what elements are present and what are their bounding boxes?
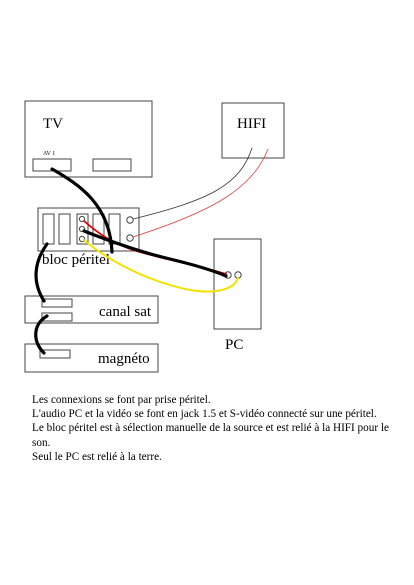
pc-box: [213, 238, 262, 330]
canal-sat-label: canal sat: [99, 304, 152, 320]
bloc-port-2: [58, 213, 71, 245]
notes-block: Les connexions se font par prise péritel…: [32, 393, 402, 464]
note-line: Les connexions se font par prise péritel…: [32, 394, 211, 406]
tv-scart-av1: [32, 158, 72, 172]
hifi-label: HIFI: [237, 116, 266, 132]
canal-sat-scart-1: [41, 298, 73, 308]
black-svideo-cable: [82, 229, 228, 278]
tv-label: TV: [43, 116, 63, 132]
hifi-cable-thin-black: [132, 147, 253, 220]
magneto-label: magnéto: [98, 351, 150, 367]
cables: [34, 147, 269, 355]
black-magneto-cable: [34, 314, 49, 355]
pc-device: PC: [213, 238, 262, 353]
tv-port-label: AV 1: [43, 151, 55, 157]
magneto-device: magnéto: [24, 343, 159, 373]
bloc-plug-1: [78, 215, 86, 223]
note-line: Seul le PC est relié à la terre.: [32, 450, 162, 463]
tv-device: TV AV 1: [24, 100, 153, 178]
hifi-cable-thin-red: [132, 148, 269, 238]
yellow-video-cable: [83, 239, 239, 293]
bloc-jack-bottom: [126, 234, 134, 242]
hifi-device: HIFI: [221, 102, 285, 159]
canal-sat-scart-2: [41, 312, 73, 322]
bloc-jack-top: [126, 216, 134, 224]
bloc-peritel-label: bloc péritel: [42, 252, 110, 268]
note-line: Le bloc péritel est à sélection manuelle…: [32, 422, 389, 449]
black-tv-cable: [50, 167, 114, 254]
canal-sat-device: canal sat: [24, 295, 159, 324]
pc-label: PC: [225, 337, 243, 353]
hifi-box: [221, 102, 285, 159]
bloc-peritel-device: bloc péritel: [37, 207, 140, 268]
black-canal-cable: [34, 242, 49, 303]
bloc-port-1: [42, 213, 55, 245]
magneto-scart: [39, 349, 71, 359]
tv-scart-2: [92, 158, 132, 172]
note-line: L'audio PC et la vidéo se font en jack 1…: [32, 408, 377, 421]
